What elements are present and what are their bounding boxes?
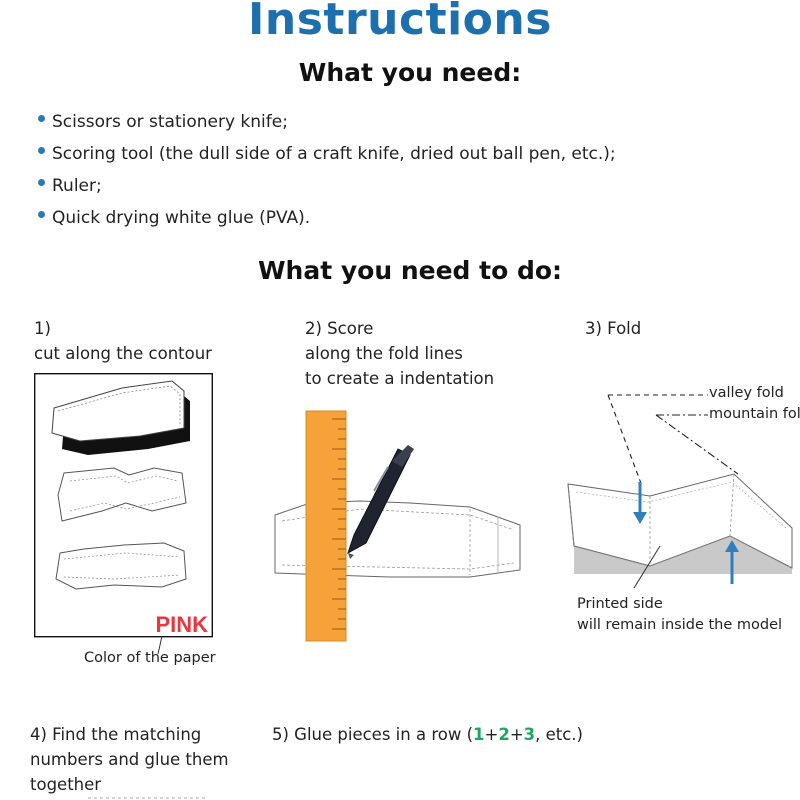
step2-title: 2) Score [305, 319, 374, 338]
step3-title: 3) Fold [585, 319, 642, 338]
piece-number-3: 3 [523, 725, 536, 744]
step4-illustration-edge [88, 797, 208, 799]
step1-text: cut along the contour [34, 344, 212, 363]
bullet-icon [38, 210, 45, 218]
step2-line3: to create a indentation [305, 369, 495, 388]
step4-line1: 4) Find the matching [30, 725, 202, 744]
materials-list: Scissors or stationery knife; Scoring to… [38, 108, 616, 236]
bullet-icon [38, 146, 45, 154]
what-you-need-heading: What you need: [298, 58, 522, 87]
list-item: Scissors or stationery knife; [38, 108, 616, 140]
page-title: Instructions [248, 0, 552, 45]
fold-illustration [567, 394, 793, 589]
mountain-fold-label: mountain fold [709, 406, 800, 422]
step5-text: 5) Glue pieces in a row (1+2+3, etc.) [272, 725, 583, 744]
step4-line2: numbers and glue them [30, 750, 229, 769]
printed-side-text: Printed side [577, 596, 663, 612]
valley-fold-label: valley fold [709, 385, 784, 401]
list-item: Ruler; [38, 172, 616, 204]
piece-number-2: 2 [498, 725, 510, 744]
piece-number-1: 1 [473, 725, 485, 744]
bullet-icon [38, 114, 45, 122]
list-item: Quick drying white glue (PVA). [38, 204, 616, 236]
printed-side-text-2: will remain inside the model [577, 617, 783, 633]
paper-color-caption: Color of the paper [84, 650, 216, 666]
bullet-icon [38, 178, 45, 186]
score-ruler-pen-illustration [274, 410, 521, 642]
what-to-do-heading: What you need to do: [257, 256, 563, 285]
caption-pointer-line [157, 636, 163, 655]
step4-line3: together [30, 775, 102, 794]
cut-pieces-illustration: PINK [34, 373, 214, 638]
paper-color-word: PINK [155, 612, 208, 637]
list-item: Scoring tool (the dull side of a craft k… [38, 140, 616, 172]
step1-number: 1) [34, 319, 51, 338]
step2-line2: along the fold lines [305, 344, 463, 363]
